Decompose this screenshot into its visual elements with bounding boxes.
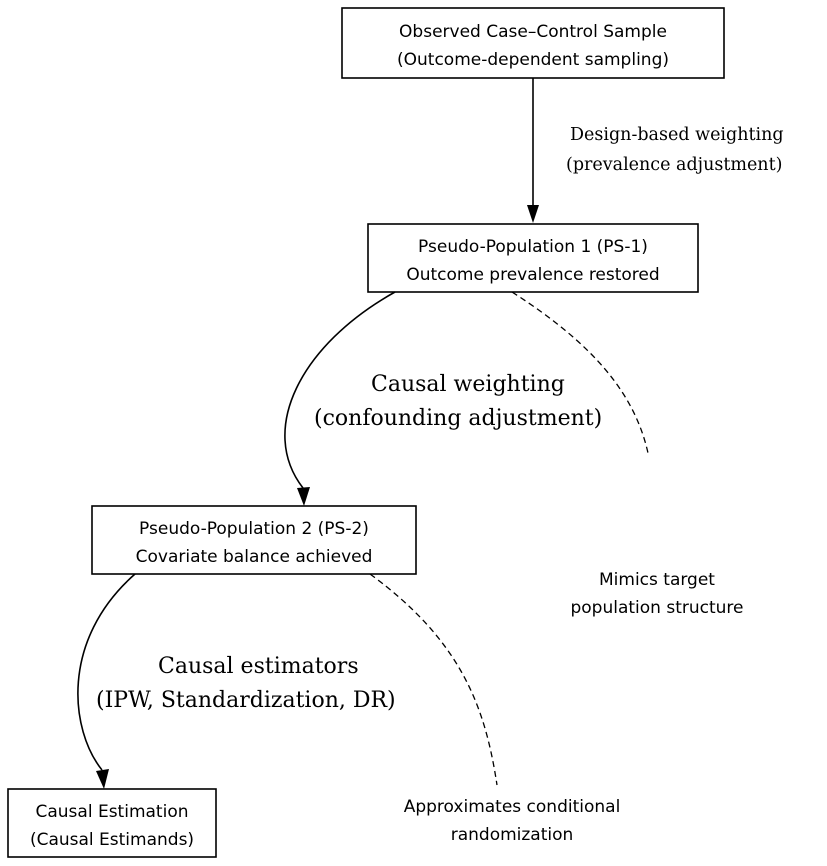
node-observed-line1: Observed Case–Control Sample xyxy=(399,22,667,42)
node-ps2-line2: Covariate balance achieved xyxy=(136,547,373,567)
edge-label-causal-weighting-line2: (confounding adjustment) xyxy=(314,406,602,431)
node-pseudo-population-1: Pseudo-Population 1 (PS-1) Outcome preva… xyxy=(367,223,699,293)
node-causal-estimation: Causal Estimation (Causal Estimands) xyxy=(7,788,217,858)
edge-causal-estimators xyxy=(77,573,136,789)
edge-label-causal-estimators-line1: Causal estimators xyxy=(158,654,359,679)
node-ps1-line1: Pseudo-Population 1 (PS-1) xyxy=(418,237,648,257)
edge-label-causal-weighting-line1: Causal weighting xyxy=(371,372,565,397)
node-estimation-line2: (Causal Estimands) xyxy=(30,830,194,850)
edge-label-design-weighting-line2: (prevalence adjustment) xyxy=(566,155,782,175)
edge-label-causal-estimators-line2: (IPW, Standardization, DR) xyxy=(96,688,396,713)
note-mimics-line1: Mimics target xyxy=(599,570,715,590)
node-ps2-line1: Pseudo-Population 2 (PS-2) xyxy=(139,519,369,539)
edge-label-design-weighting-line1: Design-based weighting xyxy=(570,125,784,145)
node-observed-line2: (Outcome-dependent sampling) xyxy=(397,50,669,70)
note-approximates-line2: randomization xyxy=(451,825,574,845)
node-ps1-line2: Outcome prevalence restored xyxy=(406,265,659,285)
dashed-connector-ps1-note xyxy=(511,291,649,454)
node-pseudo-population-2: Pseudo-Population 2 (PS-2) Covariate bal… xyxy=(91,505,417,575)
note-mimics-line2: population structure xyxy=(570,598,743,618)
edge-causal-weighting xyxy=(284,291,396,506)
note-approximates-line1: Approximates conditional xyxy=(404,797,621,817)
edge-design-weighting xyxy=(527,78,539,223)
dashed-connector-ps2-note xyxy=(369,573,498,786)
node-observed-sample: Observed Case–Control Sample (Outcome-de… xyxy=(341,7,725,79)
node-estimation-line1: Causal Estimation xyxy=(36,802,189,822)
